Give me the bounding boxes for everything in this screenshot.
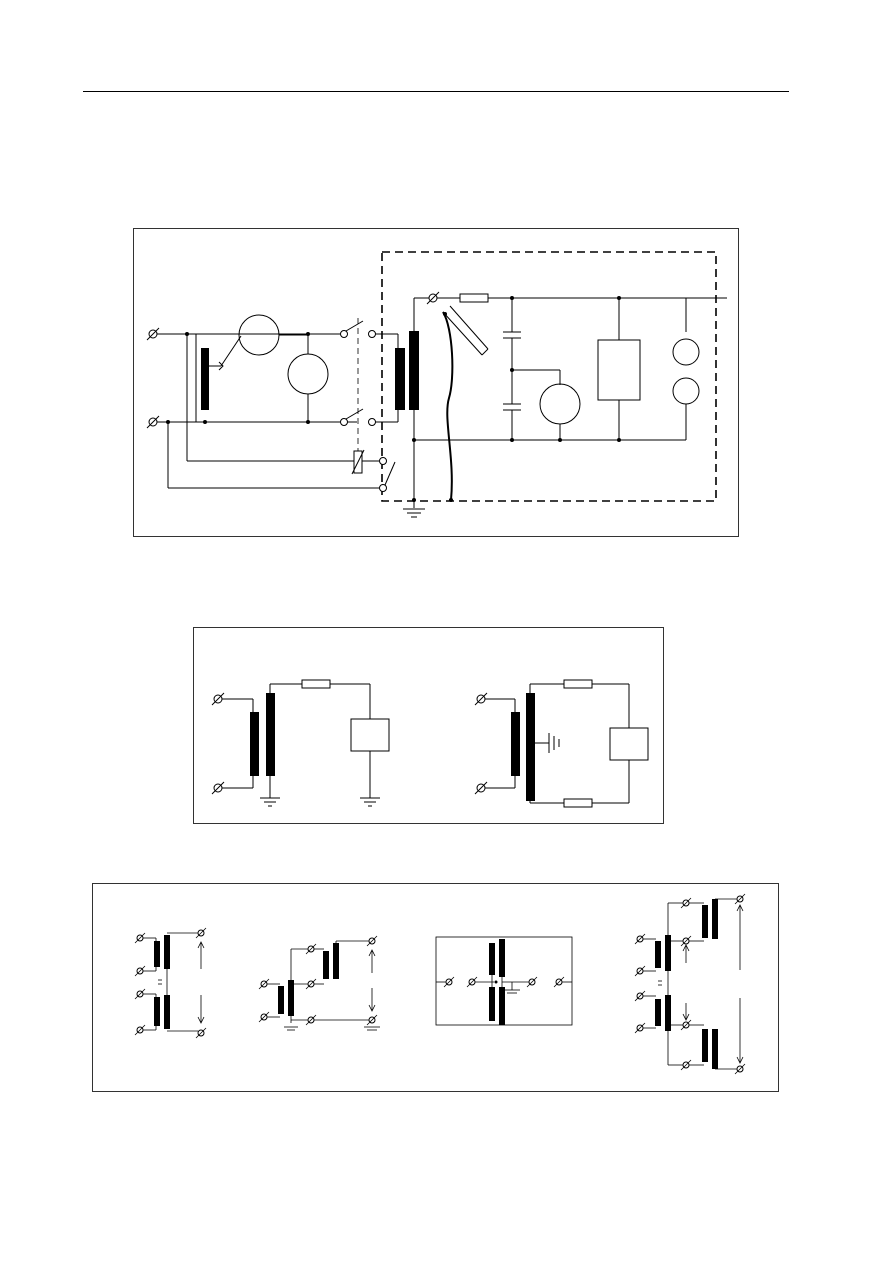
midpoint-grounded-source-circuit (474, 679, 649, 808)
figure-frame (133, 228, 739, 537)
sphere-gap-upper (672, 338, 700, 366)
arrangement-back-to-back-pair (435, 936, 573, 1026)
grounded-source-circuit (211, 679, 390, 807)
series-resistor (301, 679, 331, 689)
test-object (350, 718, 390, 752)
hv-transformer-secondary (409, 331, 419, 410)
hv-output-terminal (426, 291, 440, 305)
arrangement-stacked-pair (134, 927, 207, 1039)
switch-contact-top-left (340, 330, 348, 338)
switch-contact-bottom-left (340, 418, 348, 426)
input-terminal-top (146, 327, 160, 341)
arrangement-two-stage-cascade (258, 935, 380, 1031)
figure-frame (92, 883, 779, 1092)
switch-contact-top-right (368, 330, 376, 338)
regulating-transformer-core (201, 348, 209, 410)
cascade-arrangements-diagram (92, 883, 779, 1092)
door-interlock-contact (379, 484, 387, 492)
series-resistor (459, 293, 489, 303)
test-object (609, 727, 649, 761)
source-configuration-diagram (193, 627, 664, 824)
earth-symbol (403, 508, 425, 518)
test-circuit-diagram (133, 228, 739, 537)
arrangement-four-unit-cascade (634, 893, 746, 1075)
series-resistor-top (563, 679, 593, 689)
test-object (597, 339, 641, 401)
input-terminal-bottom (146, 415, 160, 429)
shielded-enclosure (381, 251, 717, 502)
series-resistor-bottom (563, 798, 593, 808)
page-header-rule (83, 91, 789, 92)
discharge-rod (442, 305, 489, 501)
figure-frame (193, 627, 664, 824)
hv-transformer-primary (395, 348, 405, 410)
switch-contact-bottom-right (368, 418, 376, 426)
